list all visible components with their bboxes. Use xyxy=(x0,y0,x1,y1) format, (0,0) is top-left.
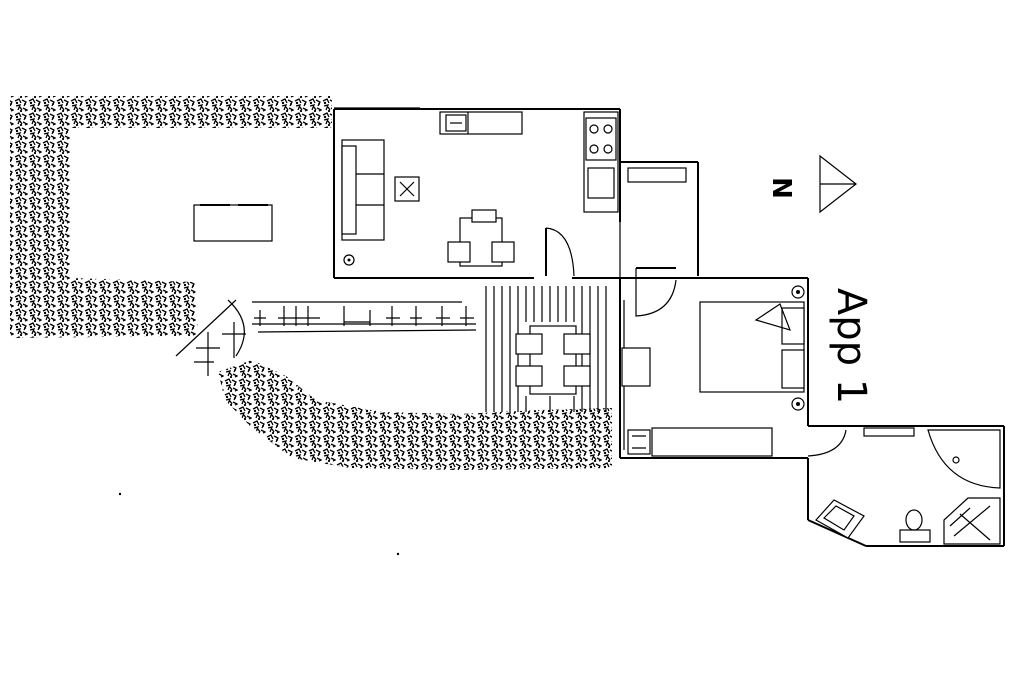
garden-fence xyxy=(252,301,477,333)
floor-lamp xyxy=(343,254,355,266)
shower-corner xyxy=(927,429,1001,489)
stray-mark xyxy=(118,492,122,496)
kitchen-counter xyxy=(439,111,523,135)
north-arrow: N xyxy=(769,154,857,214)
bathroom-walls xyxy=(807,425,1005,547)
hedge-top-left xyxy=(10,96,332,338)
wardrobe xyxy=(627,427,773,457)
nightstand-lamps xyxy=(791,285,805,411)
dining-set-indoor xyxy=(447,209,515,267)
north-label: N xyxy=(769,177,799,199)
bedroom-door xyxy=(635,267,677,317)
dining-set-terrace xyxy=(515,325,591,395)
living-room-walls xyxy=(333,107,621,279)
entry-door xyxy=(545,227,575,277)
bathroom-door xyxy=(807,429,847,457)
apartment-label: App 1 xyxy=(828,288,874,404)
toilet xyxy=(899,509,931,543)
bedroom-walls xyxy=(619,277,809,459)
sofa xyxy=(341,139,385,241)
garden-gate xyxy=(175,299,246,376)
double-bed xyxy=(699,301,805,393)
bathtub-corner xyxy=(943,497,1001,545)
desk-bedroom xyxy=(621,347,651,387)
stray-mark xyxy=(396,552,400,556)
stove xyxy=(583,111,619,213)
garden-table xyxy=(193,204,273,242)
hedge-bottom xyxy=(218,360,612,470)
hallway-walls xyxy=(619,161,699,278)
coffee-table xyxy=(394,176,420,202)
bathroom-shelf xyxy=(863,427,915,437)
sink xyxy=(815,499,865,539)
